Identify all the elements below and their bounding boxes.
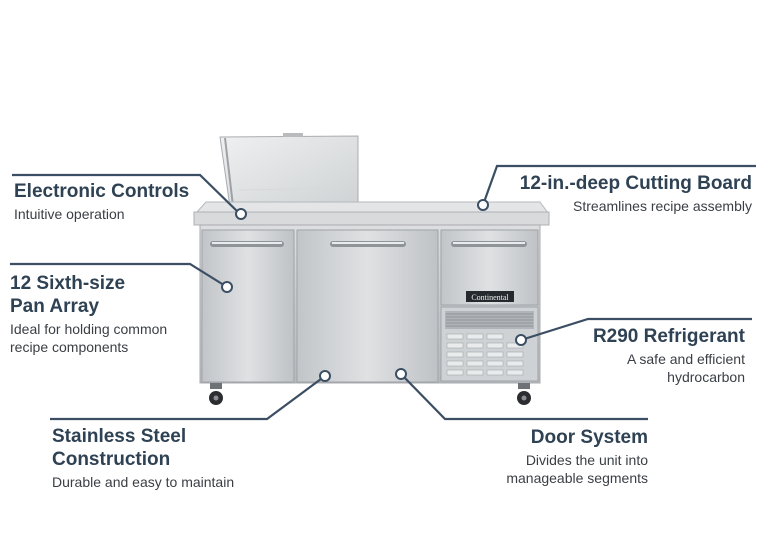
cutting-board — [193, 201, 550, 226]
callout-title: Stainless Steel Construction — [52, 426, 187, 470]
raised-lid — [219, 133, 359, 208]
callout-description: Streamlines recipe assembly — [573, 198, 752, 214]
dot-electronic-controls — [235, 208, 247, 220]
dot-cutting-board — [477, 199, 489, 211]
callout-title: Electronic Controls — [14, 181, 190, 202]
dot-refrigerant — [515, 334, 527, 346]
callout-description: Intuitive operation — [14, 206, 125, 222]
leader-stainless-steel — [50, 375, 326, 421]
callout-door-system: Door System Divides the unit into manage… — [506, 426, 648, 487]
callout-dots — [221, 199, 527, 382]
callout-refrigerant: R290 Refrigerant A safe and efficient hy… — [593, 325, 745, 386]
leader-cutting-board — [481, 164, 756, 206]
brand-plate — [466, 291, 514, 302]
callout-electronic-controls: Electronic Controls Intuitive operation — [14, 180, 189, 223]
callout-pan-array: 12 Sixth-size Pan Array Ideal for holdin… — [10, 272, 167, 356]
callout-title: 12-in.-deep Cutting Board — [519, 173, 752, 194]
leader-door-system — [400, 373, 648, 421]
callout-cutting-board: 12-in.-deep Cutting Board Streamlines re… — [520, 172, 752, 215]
callout-description: Divides the unit into manageable segment… — [506, 452, 648, 486]
middle-door — [296, 229, 439, 383]
callout-title: 12 Sixth-size Pan Array — [10, 273, 126, 317]
leader-electronic-controls — [12, 173, 241, 215]
callout-description: Ideal for holding common recipe componen… — [10, 321, 168, 355]
callout-stainless-steel: Stainless Steel Construction Durable and… — [52, 425, 234, 491]
leader-pan-array — [10, 262, 228, 288]
right-caster — [517, 383, 531, 405]
left-caster — [209, 383, 223, 405]
leader-refrigerant — [520, 317, 752, 342]
callout-title: Door System — [530, 427, 648, 448]
brand-logo-text: Continental — [471, 293, 509, 302]
dot-door-system — [395, 368, 407, 380]
leader-lines — [10, 164, 756, 421]
callout-title: R290 Refrigerant — [592, 326, 745, 347]
callout-description: A safe and efficient hydrocarbon — [626, 351, 745, 385]
callout-description: Durable and easy to maintain — [52, 474, 235, 490]
dot-stainless-steel — [319, 370, 331, 382]
left-door — [201, 229, 295, 383]
dot-pan-array — [221, 281, 233, 293]
